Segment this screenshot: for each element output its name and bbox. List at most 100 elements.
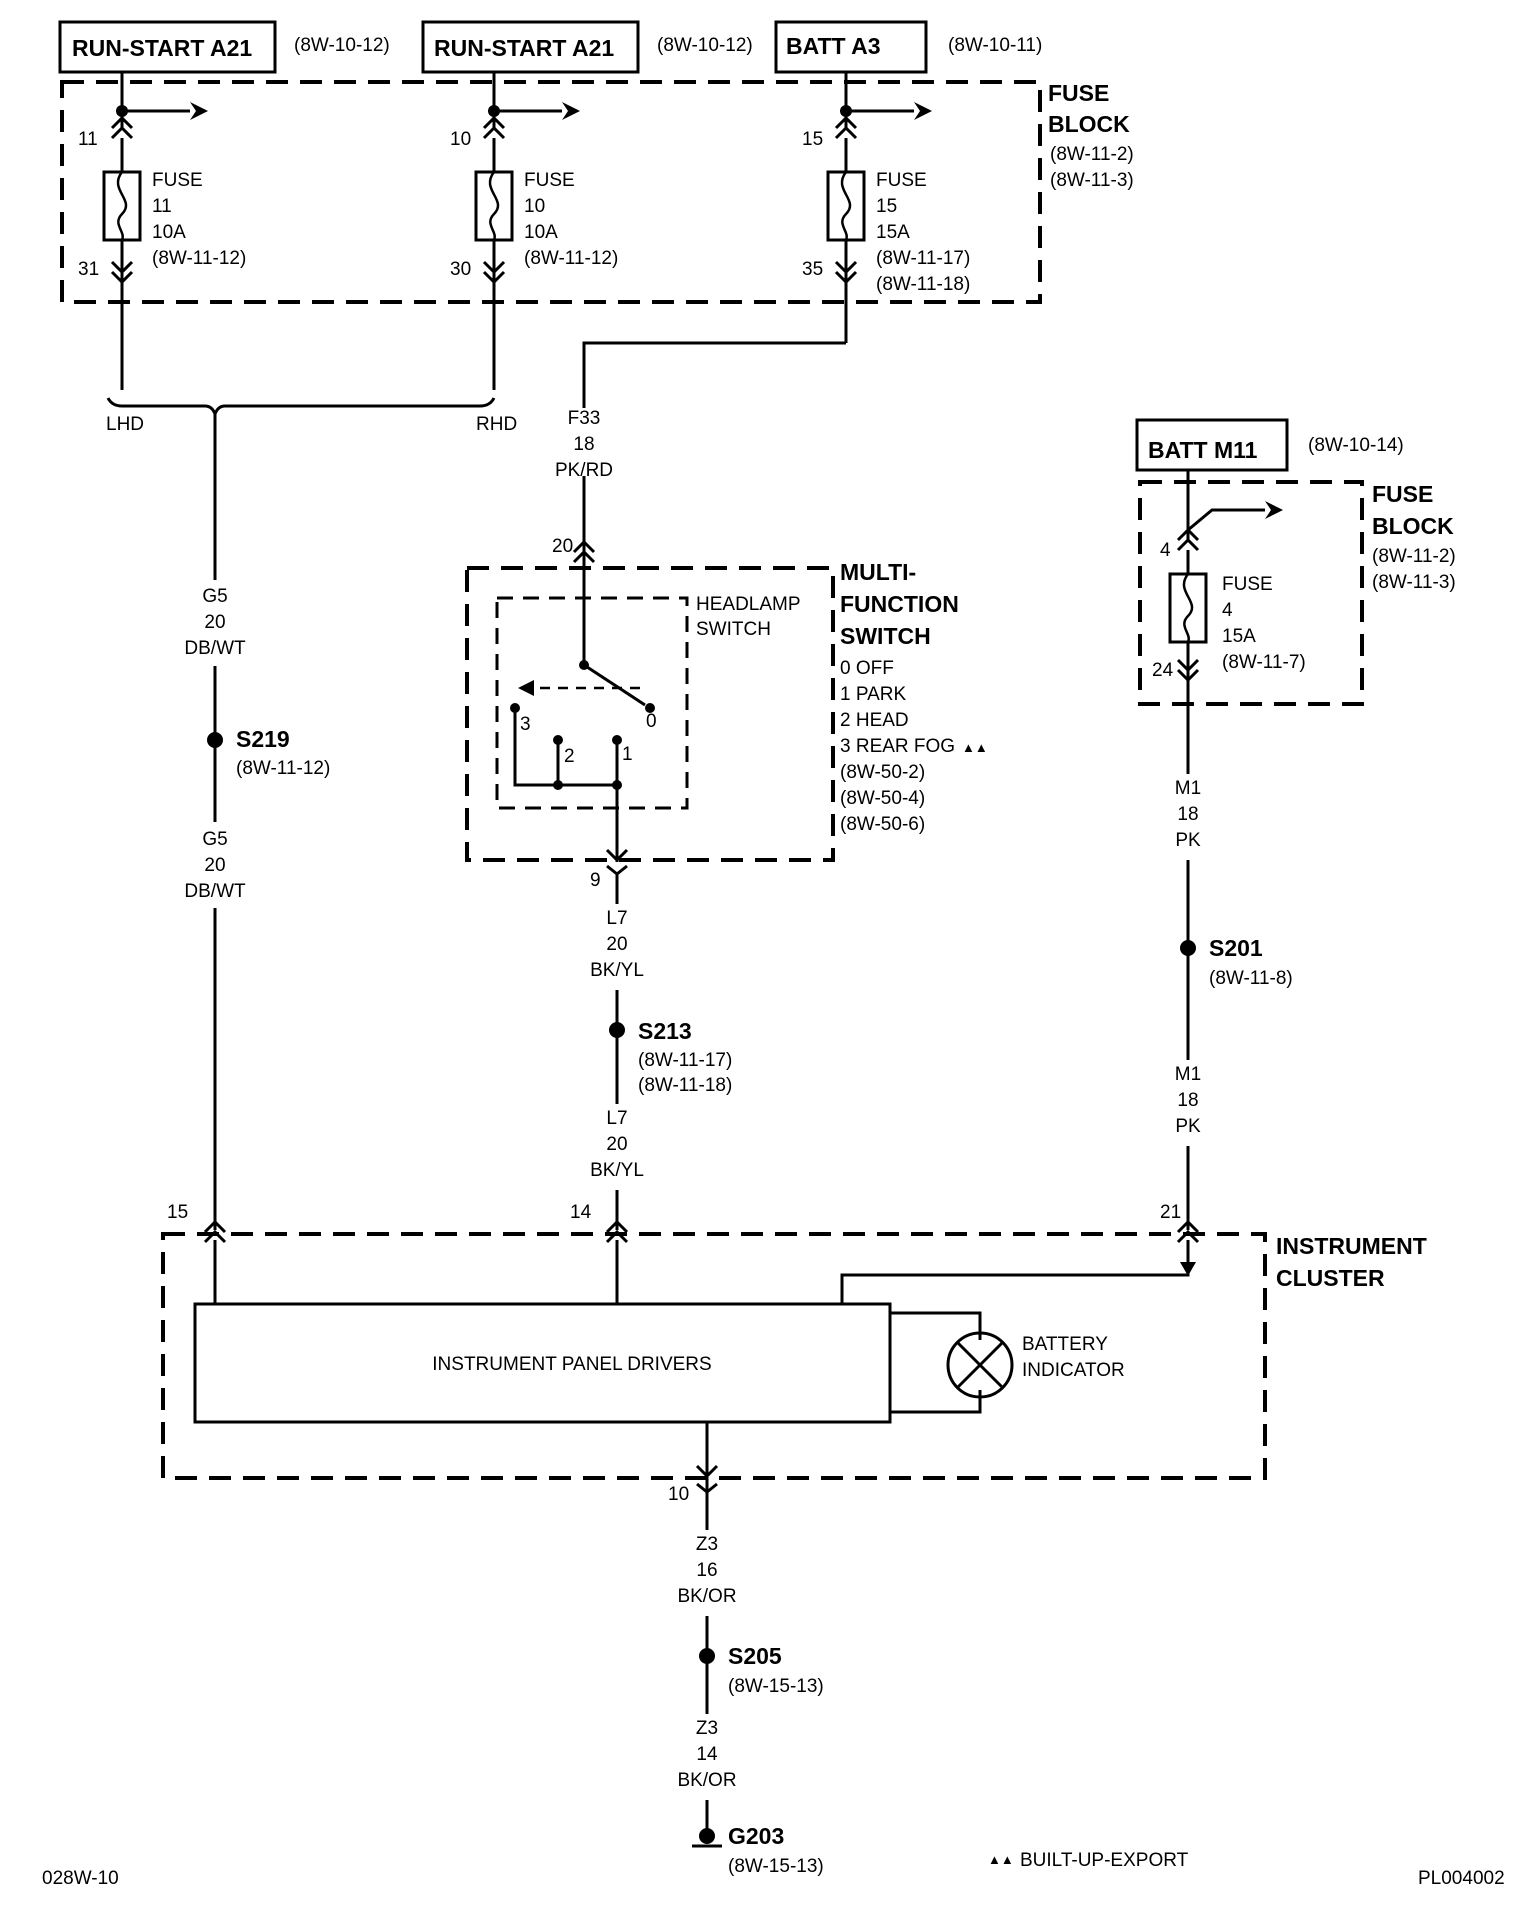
- mfs-position: 3 REAR FOG: [840, 736, 955, 757]
- fuse-ref: (8W-11-18): [876, 274, 970, 295]
- splice-s201-icon: [1180, 940, 1196, 956]
- contact-label: 2: [564, 746, 575, 767]
- wire-color: BK/OR: [677, 1770, 736, 1791]
- multi-function-switch: 0 1 2 3 HEADLAMP SWITCH MULTI- FUNCTION …: [465, 536, 988, 895]
- wire-circuit: Z3: [696, 1534, 718, 1555]
- wire-color: PK: [1175, 830, 1201, 851]
- wire-gauge: 16: [696, 1560, 717, 1581]
- fuse-block-ref: (8W-11-2): [1050, 144, 1134, 165]
- fuse-block-right: FUSE BLOCK (8W-11-2) (8W-11-3): [1138, 480, 1456, 706]
- source-box-run-start-2: RUN-START A21 (8W-10-12): [421, 20, 753, 74]
- connector-icon: [696, 1482, 718, 1494]
- pin-label: 30: [450, 259, 471, 280]
- drivers-label: INSTRUMENT PANEL DRIVERS: [432, 1354, 711, 1375]
- connector-icon: [834, 115, 858, 130]
- wire-color: PK/RD: [555, 460, 613, 481]
- fuse-ref: (8W-11-12): [152, 248, 246, 269]
- arrow-right-icon: [914, 102, 932, 120]
- splice-id: S205: [728, 1643, 782, 1669]
- connector-icon: [606, 864, 628, 876]
- splice-s213-icon: [609, 1022, 625, 1038]
- ground-ref: (8W-15-13): [728, 1856, 824, 1877]
- ground-icon: [699, 1828, 715, 1844]
- lhd-rhd-selector: LHD RHD: [106, 397, 517, 1230]
- fuse-number: 11: [152, 196, 172, 217]
- wire-gauge: 18: [1177, 1090, 1198, 1111]
- fuse-rating: 10A: [524, 222, 558, 243]
- wire-gauge: 20: [204, 612, 225, 633]
- mfs-title: MULTI-: [840, 559, 916, 585]
- wire-circuit: F33: [568, 408, 601, 429]
- connector-icon: [110, 115, 134, 130]
- instrument-panel-drivers: [193, 1302, 892, 1424]
- source-box-run-start-1: RUN-START A21 (8W-10-12): [58, 20, 390, 74]
- wire-g5: G5 20 DB/WT S219 (8W-11-12) G5 20 DB/WT: [184, 580, 330, 908]
- pin-label: 15: [167, 1202, 188, 1223]
- pin-label: 10: [450, 129, 471, 150]
- wire-color: BK/YL: [590, 1160, 644, 1181]
- splice-id: S201: [1209, 935, 1263, 961]
- pin-label: 11: [78, 129, 98, 150]
- wire-l7: L7 20 BK/YL S213 (8W-11-17) (8W-11-18) L…: [590, 895, 732, 1230]
- wire-circuit: Z3: [696, 1718, 718, 1739]
- fuse-ref: (8W-11-12): [524, 248, 618, 269]
- instrument-cluster: INSTRUMENT CLUSTER 15 14 21 INSTRUMENT P…: [161, 1202, 1427, 1505]
- source-name: RUN-START A21: [72, 35, 252, 61]
- source-ref: (8W-10-11): [948, 35, 1042, 56]
- fuse-ref: (8W-11-17): [876, 248, 970, 269]
- mfs-title: SWITCH: [840, 623, 931, 649]
- indicator-label: BATTERY: [1022, 1334, 1108, 1355]
- export-mark-icon: ▲▲: [962, 740, 988, 755]
- connector-icon: [1176, 527, 1200, 542]
- pin-label: 9: [590, 870, 601, 891]
- cluster-title: CLUSTER: [1276, 1265, 1385, 1291]
- splice-id: S219: [236, 726, 290, 752]
- source-box-batt-m11: BATT M11 (8W-10-14): [1135, 418, 1404, 472]
- fuse-block-title: BLOCK: [1372, 513, 1454, 539]
- connector-icon: [203, 1219, 227, 1234]
- splice-ref: (8W-11-8): [1209, 968, 1293, 989]
- source-ref: (8W-10-14): [1308, 435, 1404, 456]
- wire-m1: M1 18 PK S201 (8W-11-8) M1 18 PK: [1168, 774, 1293, 1146]
- lhd-label: LHD: [106, 414, 144, 435]
- splice-ref: (8W-15-13): [728, 1676, 824, 1697]
- ground-id: G203: [728, 1823, 784, 1849]
- fuse-label: FUSE: [524, 170, 575, 191]
- source-name: BATT A3: [786, 33, 881, 59]
- fuse-number: 15: [876, 196, 897, 217]
- headlamp-switch-label: SWITCH: [696, 619, 771, 640]
- headlamp-switch-box: [495, 596, 689, 810]
- source-box-batt-a3: BATT A3 (8W-10-11): [774, 20, 1042, 74]
- fuse-rating: 15A: [1222, 626, 1256, 647]
- indicator-label: INDICATOR: [1022, 1360, 1125, 1381]
- wire-gauge: 18: [1177, 804, 1198, 825]
- fuse-block-top: FUSE BLOCK (8W-11-2) (8W-11-3): [60, 80, 1134, 304]
- fuse-10: 10 30 FUSE 10 10A (8W-11-12): [450, 72, 618, 390]
- fuse-11: 11 31 FUSE 11 10A (8W-11-12): [78, 72, 246, 390]
- connector-icon: [1176, 1219, 1200, 1234]
- mfs-position: 2 HEAD: [840, 710, 909, 731]
- fuse-block-title: FUSE: [1048, 80, 1109, 106]
- rhd-label: RHD: [476, 414, 517, 435]
- mfs-position: 0 OFF: [840, 658, 894, 679]
- export-mark-icon: ▲▲: [988, 1852, 1014, 1867]
- source-ref: (8W-10-12): [657, 35, 753, 56]
- pin-label: 21: [1160, 1202, 1181, 1223]
- fuse-number: 10: [524, 196, 545, 217]
- fuse-rating: 10A: [152, 222, 186, 243]
- pin-label: 14: [570, 1202, 592, 1223]
- contact-label: 0: [646, 711, 657, 732]
- arrow-left-icon: [518, 680, 534, 696]
- splice-s219-icon: [207, 732, 223, 748]
- connector-icon: [605, 1219, 629, 1234]
- fuse-block-ref: (8W-11-3): [1050, 170, 1134, 191]
- splice-ref: (8W-11-18): [638, 1075, 732, 1096]
- mfs-title: FUNCTION: [840, 591, 959, 617]
- headlamp-switch-label: HEADLAMP: [696, 594, 801, 615]
- fuse-rating: 15A: [876, 222, 910, 243]
- wire-color: DB/WT: [184, 881, 246, 902]
- wire-circuit: M1: [1175, 1064, 1201, 1085]
- connector-icon: [482, 115, 506, 130]
- fuse-number: 4: [1222, 600, 1233, 621]
